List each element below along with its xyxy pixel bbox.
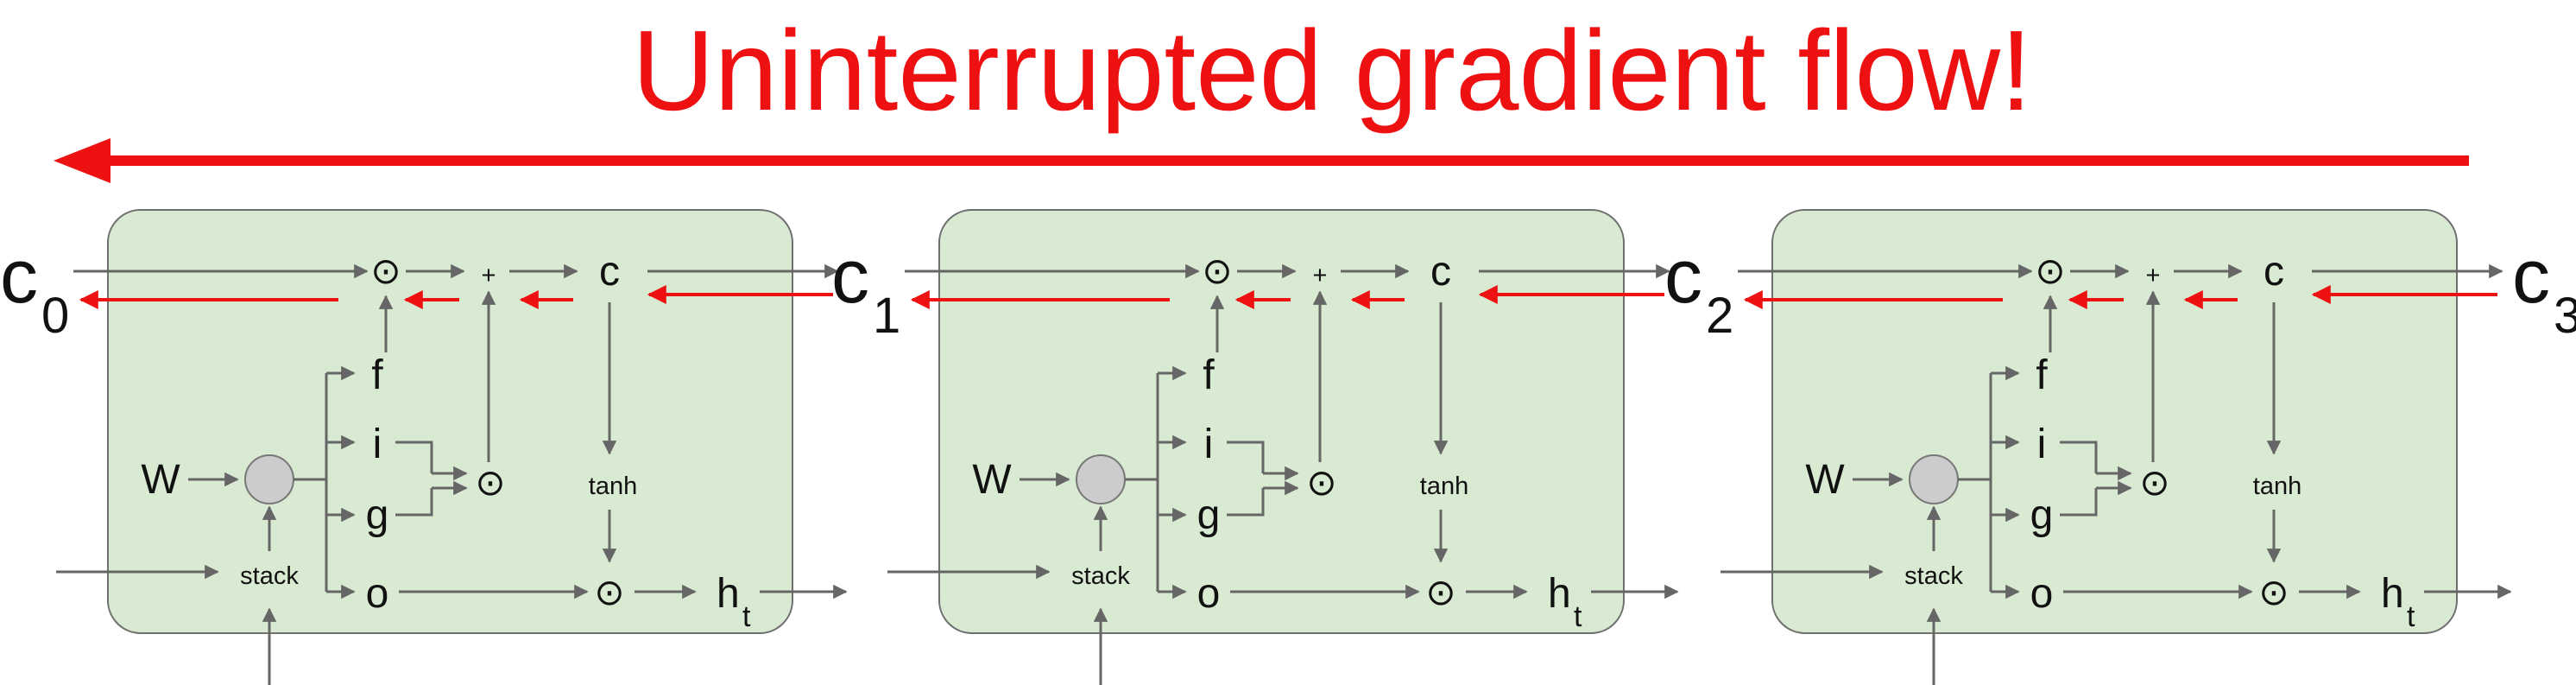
i-path: [2060, 441, 2098, 473]
headline-title: Uninterrupted gradient flow!: [632, 7, 2032, 134]
c-in-subscript: 1: [873, 288, 900, 344]
output-multiply-node: ⊙: [2258, 572, 2289, 612]
output-multiply-node: ⊙: [1425, 572, 1455, 612]
h-subscript: t: [2407, 600, 2415, 633]
output-gate-label: o: [2030, 571, 2054, 617]
i-path: [395, 441, 433, 473]
stack-label: stack: [1904, 562, 1963, 590]
cell-box: [1771, 209, 2458, 634]
input-multiply-node: ⊙: [1306, 462, 1336, 503]
c-out-label: c: [2512, 233, 2550, 319]
forget-multiply-node: ⊙: [370, 251, 401, 291]
forget-multiply-node: ⊙: [2035, 251, 2065, 291]
forget-gate-label: f: [2036, 352, 2048, 398]
big-gradient-arrow: [54, 138, 2469, 183]
weight-label: W: [1805, 457, 1845, 503]
cell-box: [107, 209, 793, 634]
g-path: [2060, 488, 2098, 517]
forget-gate-label: f: [371, 352, 383, 398]
c-in-subscript: 0: [41, 288, 69, 344]
gate-g-label: g: [366, 492, 389, 538]
h-label: h: [1548, 571, 1571, 617]
cell-state-label: c: [599, 249, 620, 295]
h-subscript: t: [742, 600, 751, 633]
add-node: +: [1313, 262, 1328, 289]
matmul-node: [1076, 454, 1126, 504]
weight-label: W: [141, 457, 180, 503]
forget-multiply-node: ⊙: [1202, 251, 1232, 291]
h-label: h: [717, 571, 740, 617]
c-in-label: c: [0, 233, 38, 319]
h-label: h: [2381, 571, 2404, 617]
tanh-label: tanh: [589, 473, 637, 500]
cell-state-label: c: [2263, 249, 2284, 295]
c-in-label: c: [1664, 233, 1702, 319]
add-node: +: [2146, 262, 2161, 289]
input-gate-label: i: [2037, 422, 2047, 467]
cell-state-label: c: [1430, 249, 1451, 295]
gate-g-label: g: [2030, 492, 2054, 538]
forget-gate-label: f: [1203, 352, 1215, 398]
g-path: [395, 488, 433, 517]
c-out-subscript: 3: [2554, 288, 2576, 344]
output-multiply-node: ⊙: [594, 572, 624, 612]
stack-label: stack: [1071, 562, 1130, 590]
matmul-node: [1909, 454, 1959, 504]
tanh-label: tanh: [1420, 473, 1468, 500]
input-multiply-node: ⊙: [475, 462, 505, 503]
input-multiply-node: ⊙: [2139, 462, 2169, 503]
g-path: [1227, 488, 1265, 517]
c-in-label: c: [831, 233, 869, 319]
h-subscript: t: [1574, 600, 1582, 633]
cell-box: [938, 209, 1625, 634]
stack-label: stack: [240, 562, 299, 590]
weight-label: W: [972, 457, 1012, 503]
matmul-node: [244, 454, 294, 504]
input-gate-label: i: [373, 422, 382, 467]
input-gate-label: i: [1204, 422, 1214, 467]
output-gate-label: o: [366, 571, 389, 617]
c-in-subscript: 2: [1706, 288, 1733, 344]
output-gate-label: o: [1197, 571, 1221, 617]
gate-g-label: g: [1197, 492, 1221, 538]
i-path: [1227, 441, 1265, 473]
add-node: +: [482, 262, 496, 289]
tanh-label: tanh: [2253, 473, 2301, 500]
